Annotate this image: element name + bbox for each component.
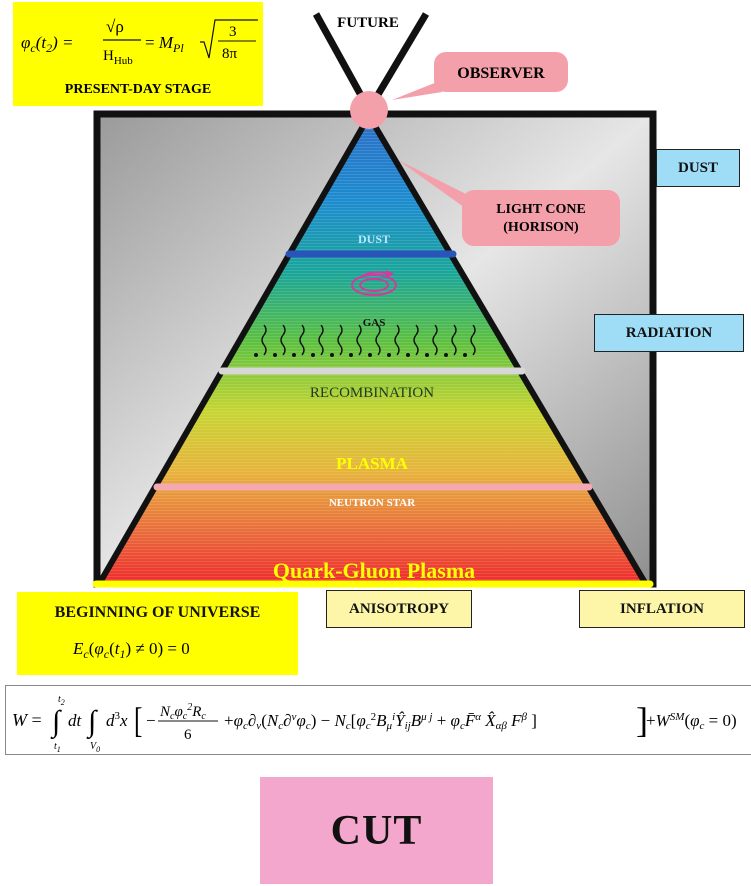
- beginning-title: BEGINNING OF UNIVERSE: [54, 604, 261, 621]
- formula-sqrt-num: √ρ: [106, 17, 124, 36]
- horison-label: (HORISON): [503, 220, 579, 235]
- cone-left-edge: [95, 114, 372, 588]
- svg-text:V0: V0: [90, 741, 100, 754]
- svg-text:W =: W =: [12, 710, 42, 730]
- svg-text:Ncφc2Rc: Ncφc2Rc: [159, 702, 206, 722]
- cut-label: CUT: [330, 807, 423, 854]
- svg-text:d3x: d3x: [106, 710, 128, 730]
- action-formula-box: W = ∫ t2 t1 dt ∫ V0 d3x [ − Ncφc2Rc 6 +φ…: [5, 685, 751, 755]
- light-cone-label: LIGHT CONE: [496, 202, 586, 217]
- cone-label-qgp: Quark-Gluon Plasma: [273, 558, 475, 583]
- svg-text:+φc∂ν(Nc∂νφc) − Nc[φc2BμiŶijBμ: +φc∂ν(Nc∂νφc) − Nc[φc2BμiŶijBμ j + φcF̄α…: [224, 711, 537, 732]
- beginning-box: BEGINNING OF UNIVERSE Ec(φc(t1) ≠ 0) = 0: [17, 592, 298, 675]
- beginning-formula: Ec(φc(t1) ≠ 0) = 0: [72, 639, 190, 661]
- gas-wave-lines: [261, 324, 476, 356]
- svg-text:]: ]: [636, 700, 648, 740]
- cone-label-dust: DUST: [358, 232, 390, 246]
- formula-root-num: 3: [229, 24, 237, 40]
- radiation-tag: RADIATION: [594, 314, 744, 352]
- observer-callout: [434, 52, 568, 92]
- formula-root-den: 8π: [222, 46, 238, 62]
- cone-right-edge: [366, 114, 650, 588]
- svg-text:−: −: [146, 711, 156, 730]
- cut-label-box: CUT: [260, 777, 493, 884]
- dust-tag: DUST: [656, 149, 740, 187]
- cone-label-recombination: RECOMBINATION: [310, 385, 434, 401]
- inflation-tag: INFLATION: [579, 590, 745, 628]
- light-cone-callout: [462, 190, 620, 246]
- observer-label: OBSERVER: [457, 65, 545, 82]
- svg-text:[: [: [134, 700, 142, 741]
- svg-text:+WSM(φc = 0): +WSM(φc = 0): [646, 711, 737, 732]
- action-formula: W = ∫ t2 t1 dt ∫ V0 d3x [ − Ncφc2Rc 6 +φ…: [12, 694, 737, 754]
- svg-text:∫: ∫: [86, 705, 98, 740]
- present-day-formula-box: φc(t2) = √ρ HHub = MPl 3 8π PRESENT-DAY …: [13, 2, 263, 106]
- light-cone-diagram: FUTURE DUST GAS RECOMBINATION: [92, 12, 657, 588]
- svg-text:∫: ∫: [50, 705, 62, 740]
- present-day-formula: φc(t2) = √ρ HHub = MPl 3 8π PRESENT-DAY …: [21, 17, 258, 97]
- future-label: FUTURE: [337, 15, 399, 31]
- svg-text:dt: dt: [68, 711, 83, 730]
- anisotropy-tag: ANISOTROPY: [326, 590, 472, 628]
- observer-dot: [350, 91, 388, 129]
- future-cone-right-line: [366, 12, 430, 110]
- future-cone-left-line: [312, 12, 372, 110]
- svg-text:6: 6: [184, 727, 192, 743]
- galaxy-spiral-icon: [351, 270, 397, 296]
- cone-label-neutron-star: NEUTRON STAR: [329, 497, 416, 509]
- cone-label-gas: GAS: [363, 317, 386, 329]
- svg-text:Ec(φc(t1) ≠ 0) = 0: Ec(φc(t1) ≠ 0) = 0: [72, 639, 190, 661]
- cone-label-plasma: PLASMA: [336, 454, 409, 473]
- gas-particles: [254, 353, 467, 357]
- svg-text:t2: t2: [58, 694, 65, 707]
- svg-text:t1: t1: [54, 741, 61, 754]
- present-day-caption: PRESENT-DAY STAGE: [65, 82, 211, 97]
